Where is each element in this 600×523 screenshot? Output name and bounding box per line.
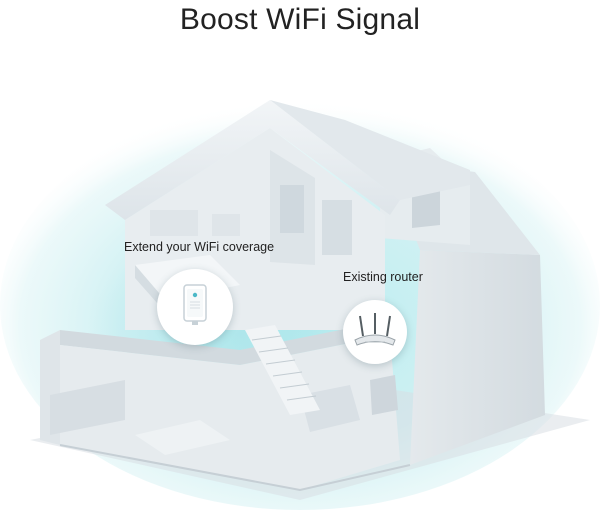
extender-bubble	[157, 269, 233, 345]
house-right-wall	[410, 250, 545, 465]
dining-table	[135, 420, 230, 455]
router-bubble	[343, 300, 407, 364]
wifi-router-icon	[354, 313, 396, 346]
nightstand	[212, 214, 240, 236]
roof-ridge	[270, 100, 470, 200]
tv-unit	[370, 375, 398, 415]
upper-room-window	[280, 185, 304, 233]
upper-floor-slab	[60, 320, 390, 365]
bookshelf	[322, 200, 352, 255]
house-front-edge	[59, 444, 411, 492]
extender-label: Extend your WiFi coverage	[124, 240, 275, 254]
staircase	[245, 325, 320, 415]
sofa	[300, 385, 360, 432]
router-label: Existing router	[343, 270, 423, 284]
ground-floor-back-wall	[60, 335, 400, 490]
house-roof	[105, 100, 400, 220]
page-title: Boost WiFi Signal	[179, 3, 421, 36]
kitchen-counter	[50, 380, 125, 435]
dresser	[150, 210, 198, 236]
range-extender-icon	[183, 284, 207, 325]
